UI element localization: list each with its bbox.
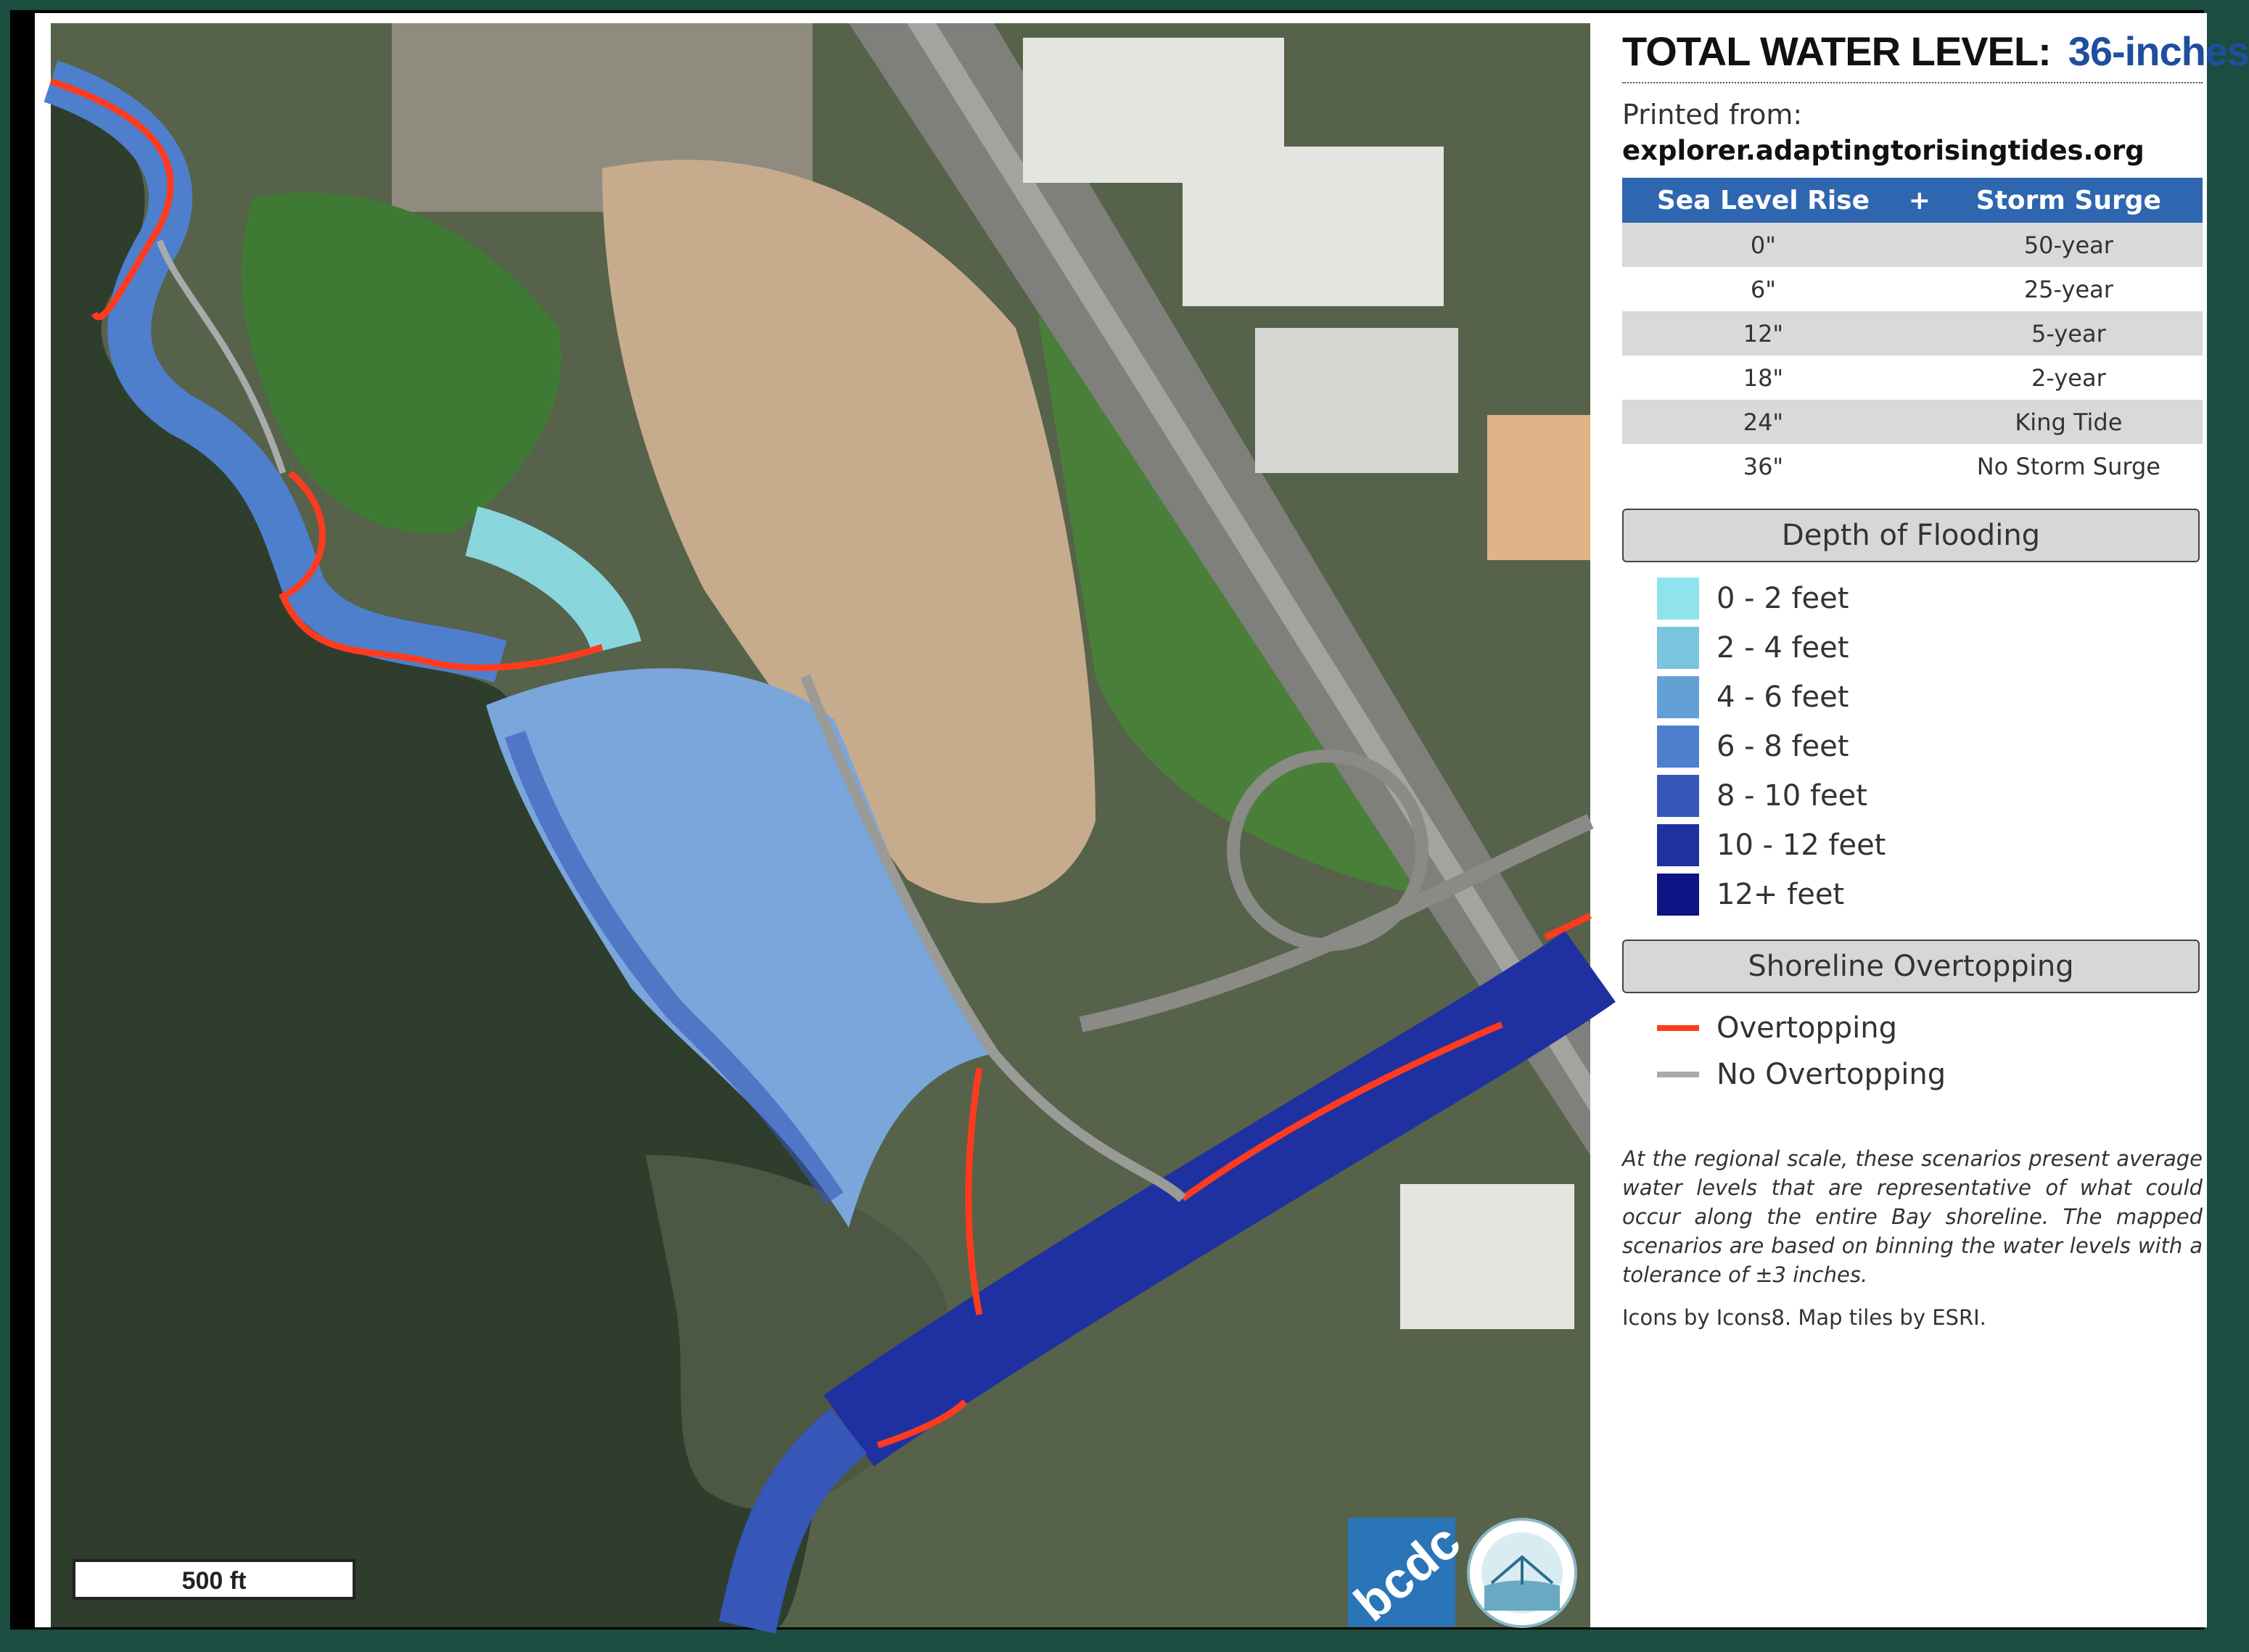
overtopping-line-2 bbox=[279, 470, 604, 671]
overtopping-line-1 bbox=[49, 78, 174, 321]
green-strip bbox=[1037, 313, 1415, 894]
depth-item: 8 - 10 feet bbox=[1657, 771, 2203, 821]
printed-from-label: Printed from: bbox=[1622, 99, 1803, 131]
depth-item: 2 - 4 feet bbox=[1657, 623, 2203, 673]
overtopping-item: Overtopping bbox=[1657, 1005, 2203, 1051]
scenario-table-header: Sea Level Rise + Storm Surge bbox=[1622, 178, 2203, 223]
surge-cell: No Storm Surge bbox=[1934, 444, 2203, 488]
surge-cell: 5-year bbox=[1934, 311, 2203, 356]
warehouse-2 bbox=[1183, 147, 1444, 306]
art-logo-graphic bbox=[1481, 1532, 1563, 1614]
levee-path bbox=[800, 674, 1186, 1203]
overtopping-label: Overtopping bbox=[1716, 1011, 1898, 1045]
marsh-channel-edge bbox=[504, 731, 844, 1205]
depth-swatch bbox=[1657, 824, 1699, 866]
warehouse-4 bbox=[1487, 415, 1590, 560]
table-row: 0" 50-year bbox=[1622, 223, 2203, 267]
adapting-to-rising-tides-logo bbox=[1467, 1518, 1577, 1628]
depth-item: 12+ feet bbox=[1657, 870, 2203, 919]
surge-cell: 2-year bbox=[1934, 356, 2203, 400]
channel-flood-deep bbox=[823, 931, 1616, 1467]
shoreline-overtopping-heading: Shoreline Overtopping bbox=[1622, 940, 2200, 993]
depth-item: 6 - 8 feet bbox=[1657, 722, 2203, 771]
overtopping-line-3 bbox=[965, 1067, 983, 1315]
table-row: 6" 25-year bbox=[1622, 267, 2203, 311]
slr-cell: 0" bbox=[1622, 223, 1904, 267]
channel-flood-south bbox=[718, 1408, 868, 1634]
slr-cell: 6" bbox=[1622, 267, 1904, 311]
scenario-table: Sea Level Rise + Storm Surge 0" 50-year 6… bbox=[1622, 178, 2203, 488]
header-sea-level-rise: Sea Level Rise bbox=[1622, 178, 1904, 223]
surge-cell: 25-year bbox=[1934, 267, 2203, 311]
freeway bbox=[849, 23, 1590, 1155]
ramp-road bbox=[1079, 813, 1594, 1032]
table-row: 24" King Tide bbox=[1622, 400, 2203, 444]
header-storm-surge: Storm Surge bbox=[1934, 178, 2203, 223]
overtopping-item: No Overtopping bbox=[1657, 1051, 2203, 1098]
slr-cell: 24" bbox=[1622, 400, 1904, 444]
surge-cell: 50-year bbox=[1934, 223, 2203, 267]
depth-label: 0 - 2 feet bbox=[1716, 582, 1849, 615]
depth-label: 2 - 4 feet bbox=[1716, 631, 1849, 665]
slr-cell: 36" bbox=[1622, 444, 1904, 488]
overtopping-line-swatch bbox=[1657, 1072, 1699, 1077]
depth-label: 4 - 6 feet bbox=[1716, 681, 1849, 714]
flood-map[interactable]: 500 ft bcdc bbox=[44, 23, 1616, 1634]
table-row: 36" No Storm Surge bbox=[1622, 444, 2203, 488]
depth-item: 4 - 6 feet bbox=[1657, 673, 2203, 722]
dirt-field bbox=[602, 160, 1095, 903]
print-sheet: 500 ft bcdc TOTAL WATER LEVEL: 36-inches … bbox=[35, 13, 2249, 1634]
overtopping-label: No Overtopping bbox=[1716, 1058, 1946, 1091]
depth-label: 6 - 8 feet bbox=[1716, 730, 1849, 763]
overtopping-legend: Overtopping No Overtopping bbox=[1622, 1005, 2203, 1098]
depth-swatch bbox=[1657, 627, 1699, 669]
slr-cell: 18" bbox=[1622, 356, 1904, 400]
map-canvas bbox=[44, 23, 1616, 1634]
title-value: 36-inches bbox=[2068, 28, 2249, 74]
depth-swatch bbox=[1657, 726, 1699, 768]
overtopping-line-6 bbox=[876, 1399, 968, 1449]
no-overtopping-line bbox=[156, 239, 287, 474]
overtopping-line-4 bbox=[1180, 1021, 1503, 1201]
green-park bbox=[241, 192, 562, 534]
credits: Icons by Icons8. Map tiles by ESRI. bbox=[1622, 1305, 1986, 1330]
bcdc-logo: bcdc bbox=[1344, 1513, 1471, 1632]
scale-bar: 500 ft bbox=[73, 1559, 355, 1600]
depth-swatch bbox=[1657, 676, 1699, 718]
overtopping-line-5 bbox=[1544, 912, 1592, 941]
warehouse-5 bbox=[1400, 1184, 1574, 1329]
depth-item: 10 - 12 feet bbox=[1657, 821, 2203, 870]
printed-from: Printed from: explorer.adaptingtorisingt… bbox=[1622, 96, 2203, 169]
depth-swatch bbox=[1657, 775, 1699, 817]
overtopping-line-swatch bbox=[1657, 1025, 1699, 1031]
depth-label: 10 - 12 feet bbox=[1716, 829, 1886, 862]
slr-cell: 12" bbox=[1622, 311, 1904, 356]
disclaimer-note: At the regional scale, these scenarios p… bbox=[1622, 1146, 2203, 1287]
total-water-level-title: TOTAL WATER LEVEL: 36-inches bbox=[1622, 28, 2249, 83]
depth-item: 0 - 2 feet bbox=[1657, 574, 2203, 623]
printed-from-url[interactable]: explorer.adaptingtorisingtides.org bbox=[1622, 135, 2145, 166]
shore-flood-light bbox=[464, 506, 641, 655]
header-plus: + bbox=[1904, 178, 1935, 223]
depth-legend: 0 - 2 feet 2 - 4 feet 4 - 6 feet 6 - 8 f… bbox=[1657, 574, 2203, 919]
scale-bar-label: 500 ft bbox=[181, 1567, 247, 1595]
surge-cell: King Tide bbox=[1934, 400, 2203, 444]
table-row: 18" 2-year bbox=[1622, 356, 2203, 400]
depth-of-flooding-heading: Depth of Flooding bbox=[1622, 509, 2200, 562]
legend-panel: TOTAL WATER LEVEL: 36-inches Printed from… bbox=[1622, 28, 2249, 1330]
depth-label: 8 - 10 feet bbox=[1716, 779, 1867, 813]
depth-swatch bbox=[1657, 578, 1699, 620]
table-row: 12" 5-year bbox=[1622, 311, 2203, 356]
warehouse-3 bbox=[1255, 328, 1458, 473]
depth-swatch bbox=[1657, 874, 1699, 916]
depth-label: 12+ feet bbox=[1716, 878, 1845, 911]
title-label: TOTAL WATER LEVEL: bbox=[1622, 28, 2052, 74]
